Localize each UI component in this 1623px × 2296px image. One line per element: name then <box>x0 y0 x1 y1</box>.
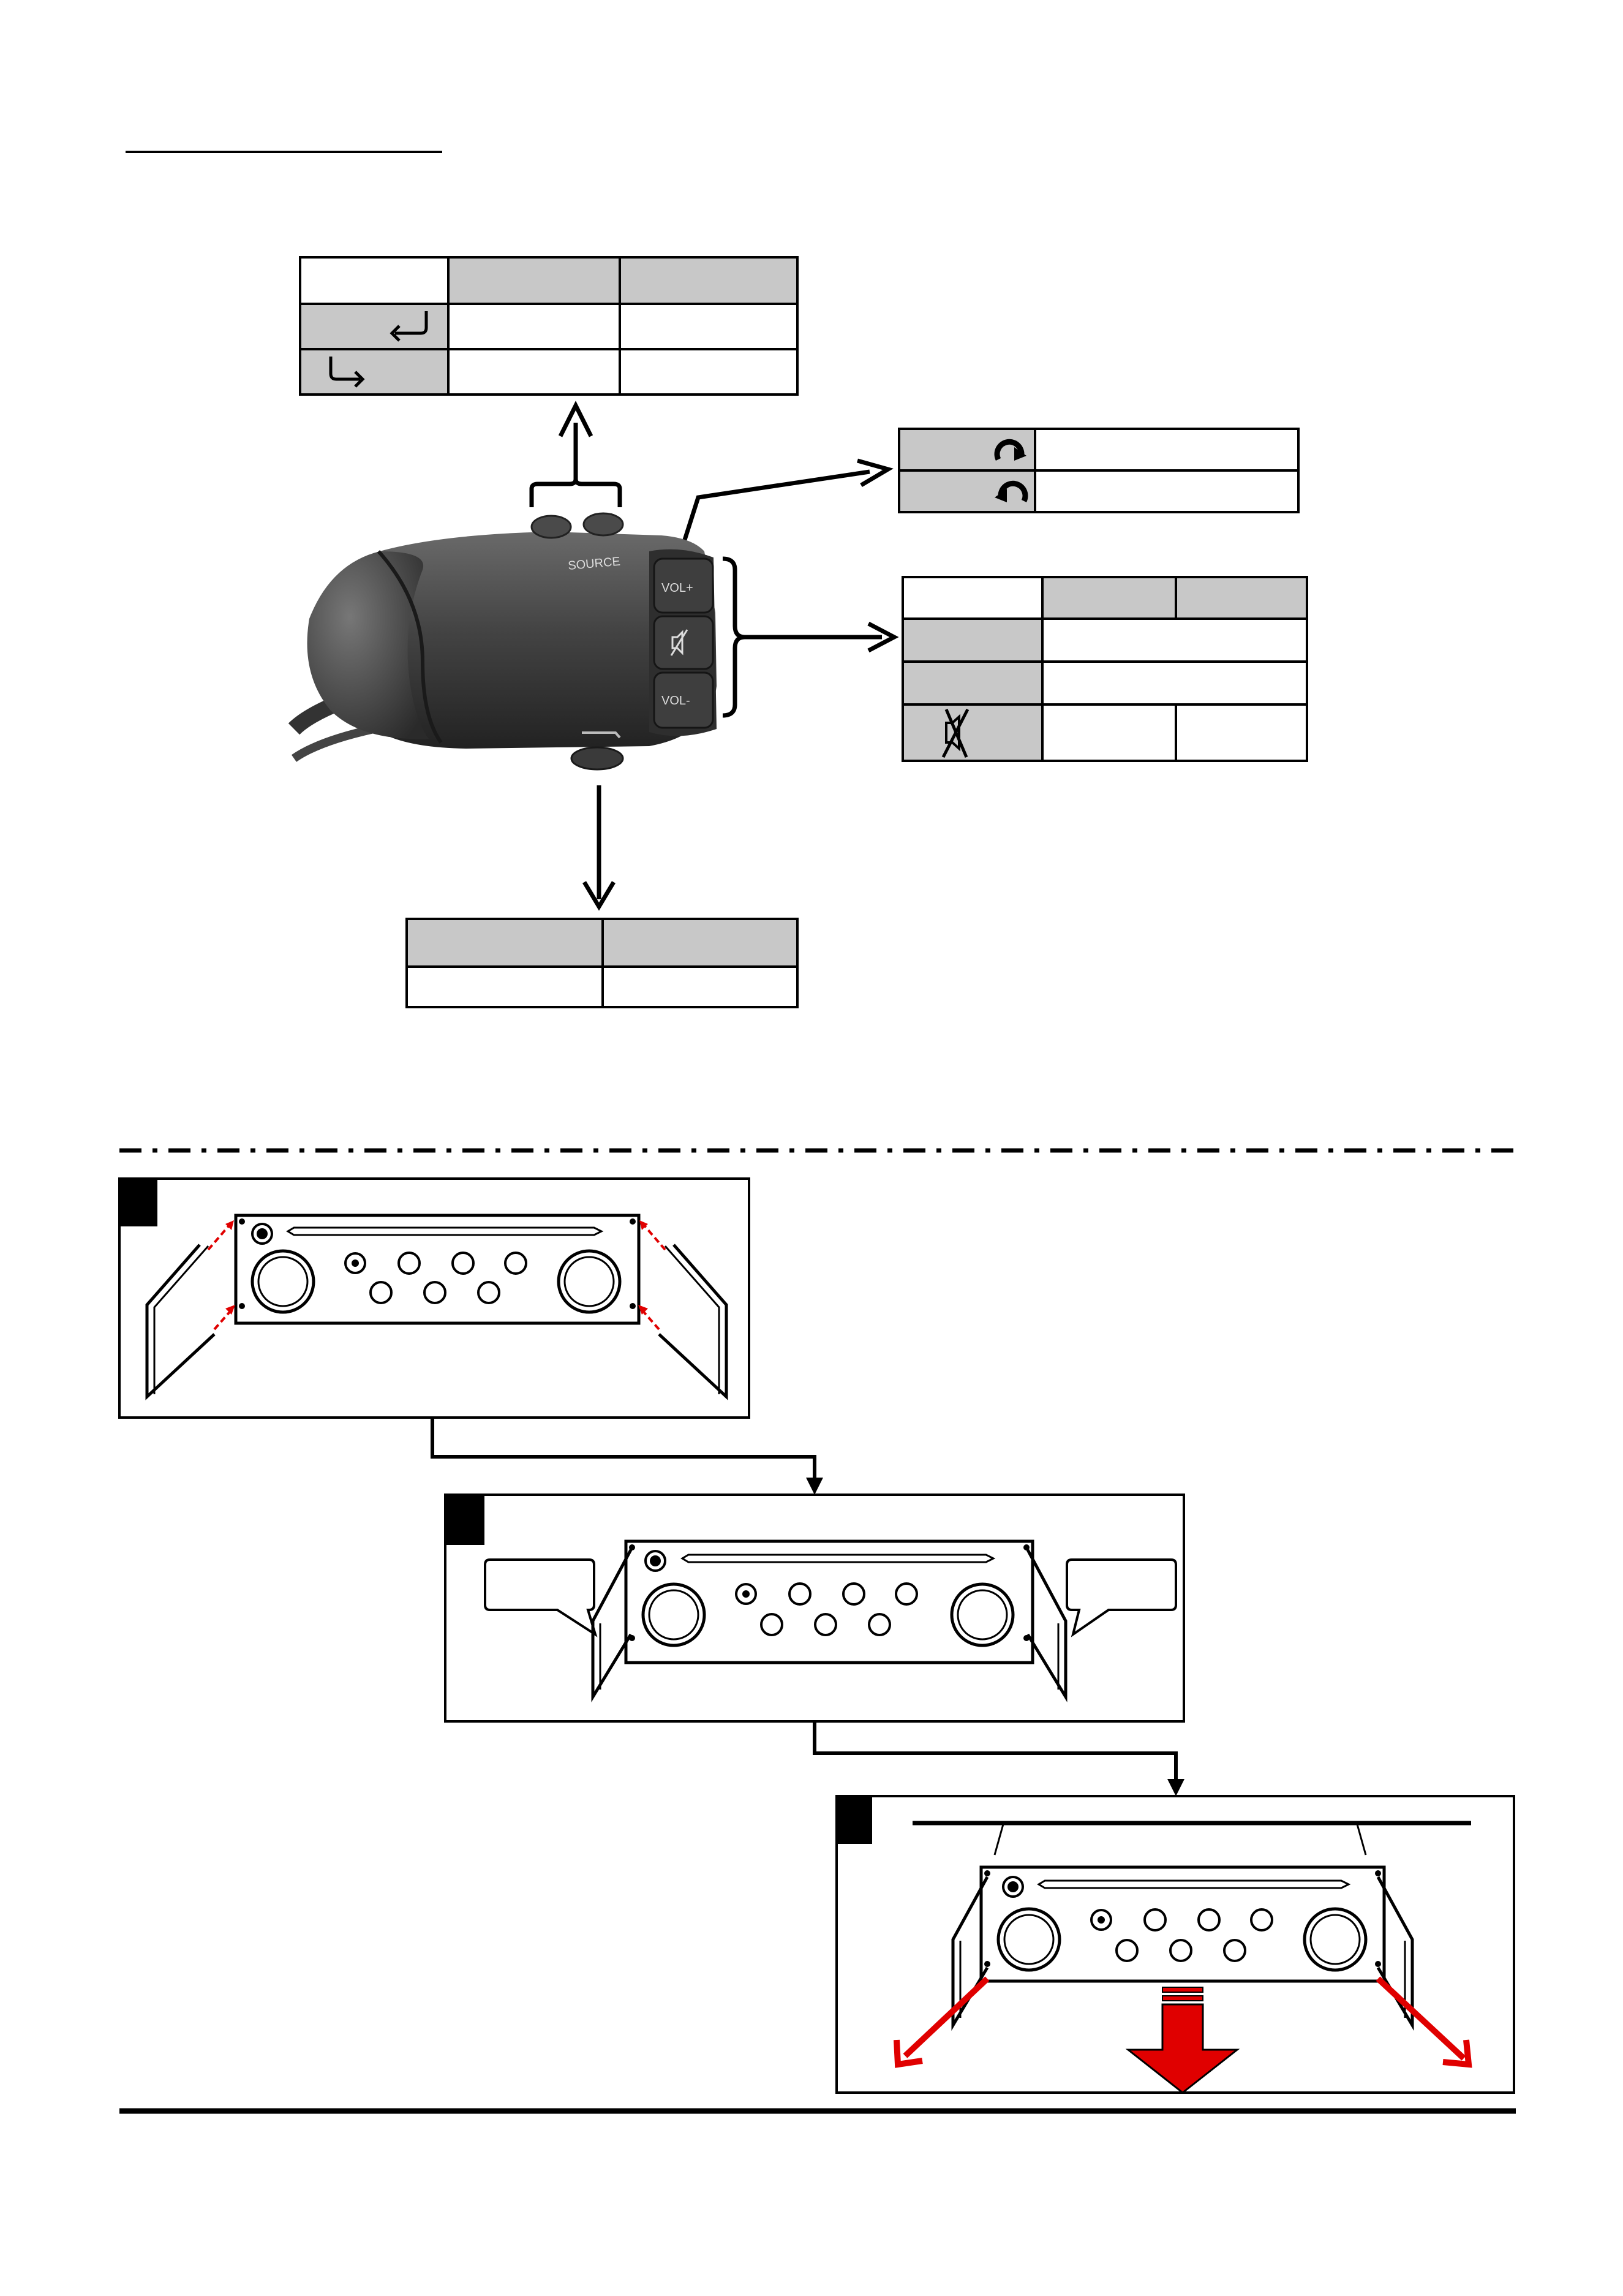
bottom-button-pointer <box>582 785 616 911</box>
removal-key-right <box>638 1220 728 1400</box>
step-3-panel <box>835 1795 1515 2094</box>
vol-plus-label: VOL+ <box>661 581 693 595</box>
vol-minus-button <box>653 671 714 729</box>
remote-mute-icon <box>670 629 688 656</box>
radio-unit <box>234 1214 641 1325</box>
return-arrow-icon <box>390 311 428 342</box>
source-buttons-pointer <box>529 401 622 507</box>
step-1-panel <box>118 1177 750 1419</box>
vol-minus-label: VOL- <box>661 694 690 708</box>
removal-key-right <box>1026 1549 1068 1702</box>
step-connector-1 <box>431 1418 823 1495</box>
radio-unit <box>624 1539 1034 1664</box>
step-2-panel <box>444 1494 1185 1723</box>
step-connector-2 <box>813 1721 1184 1796</box>
volume-buttons-pointer <box>722 556 899 718</box>
wheel-pointer <box>679 458 894 553</box>
steering-remote-control: SOURCE VOL+ VOL- <box>288 512 717 771</box>
bottom-table <box>405 918 799 1008</box>
removal-key-left <box>591 1549 633 1702</box>
vol-plus-button <box>653 557 714 614</box>
radio-unit <box>979 1865 1386 1983</box>
pull-arrow-right-icon <box>1376 1976 1472 2068</box>
step-2-badge <box>446 1496 484 1545</box>
rotate-counterclockwise-icon <box>995 480 1028 502</box>
removal-key-left <box>145 1220 235 1400</box>
step-1-badge <box>121 1180 157 1226</box>
mute-button <box>653 615 714 670</box>
volume-table <box>902 576 1308 762</box>
mute-icon <box>941 708 970 758</box>
wheel-table <box>898 428 1300 513</box>
step-3-badge <box>838 1797 872 1844</box>
forward-arrow-icon <box>329 357 365 388</box>
pull-down-arrow-icon <box>1125 1987 1240 2094</box>
rotate-clockwise-icon <box>994 439 1026 461</box>
pull-arrow-left-icon <box>894 1976 990 2068</box>
speech-bubble-right <box>1066 1558 1177 1637</box>
source-table <box>299 256 799 396</box>
